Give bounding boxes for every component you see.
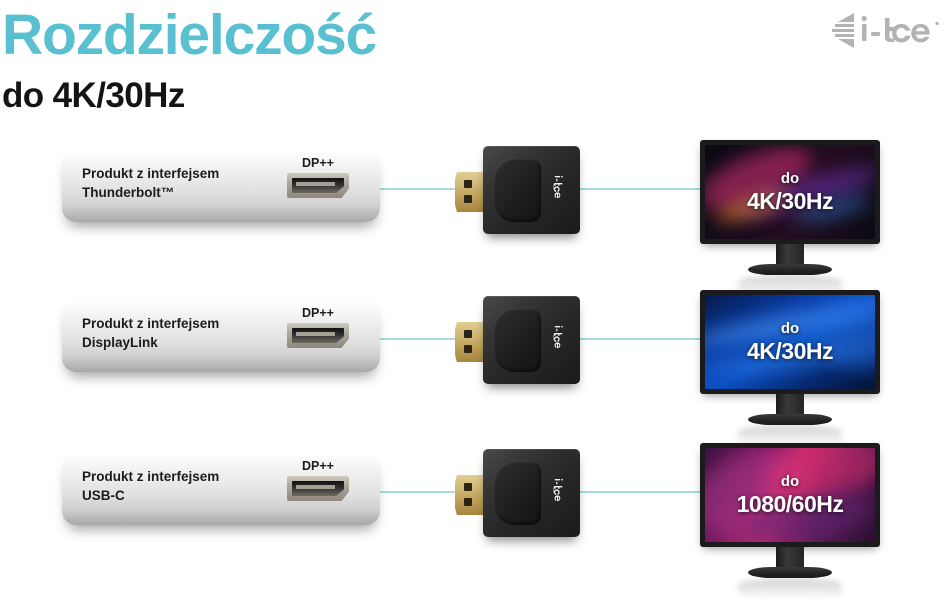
- monitor-resolution-text: do 4K/30Hz: [747, 320, 833, 365]
- connection-row-usbc: Produkt z interfejsem USB-C DP++: [0, 443, 948, 593]
- dp-adapter: [455, 296, 580, 384]
- source-device-label: Produkt z interfejsem Thunderbolt™: [82, 164, 219, 202]
- dp-port-label: DP++: [277, 156, 359, 170]
- source-device: Produkt z interfejsem Thunderbolt™ DP++: [62, 150, 380, 222]
- page-subtitle: do 4K/30Hz: [2, 76, 185, 116]
- monitor-text-line2: 1080/60Hz: [737, 491, 844, 518]
- dp-port-label: DP++: [277, 306, 359, 320]
- displayport-icon: [287, 323, 349, 348]
- monitor-screen: do 4K/30Hz: [705, 295, 875, 389]
- adapter-itec-logo-icon: [544, 308, 572, 372]
- dp-port-group: DP++: [277, 459, 359, 501]
- dp-port-group: DP++: [277, 156, 359, 198]
- target-monitor: do 1080/60Hz: [700, 443, 880, 583]
- displayport-icon: [287, 476, 349, 501]
- dp-port-group: DP++: [277, 306, 359, 348]
- monitor-text-line1: do: [747, 170, 833, 188]
- monitor-text-line1: do: [747, 320, 833, 338]
- dp-adapter: [455, 449, 580, 537]
- monitor-resolution-text: do 1080/60Hz: [737, 473, 844, 518]
- itec-logo: [816, 8, 942, 52]
- source-device-label: Produkt z interfejsem USB-C: [82, 467, 219, 505]
- adapter-body: [483, 146, 580, 234]
- adapter-itec-logo-icon: [544, 158, 572, 222]
- source-device: Produkt z interfejsem DisplayLink DP++: [62, 300, 380, 372]
- source-device: Produkt z interfejsem USB-C DP++: [62, 453, 380, 525]
- monitor-text-line1: do: [737, 473, 844, 491]
- monitor-reflection: [738, 578, 842, 600]
- monitor-screen: do 1080/60Hz: [705, 448, 875, 542]
- monitor-neck: [776, 547, 804, 569]
- adapter-notch-icon: [493, 308, 541, 372]
- plug-pin-icon: [464, 330, 472, 338]
- monitor-screen: do 4K/30Hz: [705, 145, 875, 239]
- monitor-bezel: do 4K/30Hz: [700, 140, 880, 244]
- connection-row-thunderbolt: Produkt z interfejsem Thunderbolt™ DP++: [0, 140, 948, 290]
- plug-pin-icon: [464, 483, 472, 491]
- adapter-notch-icon: [493, 461, 541, 525]
- dp-port-label: DP++: [277, 459, 359, 473]
- adapter-body: [483, 296, 580, 384]
- slide-canvas: Rozdzielczość do 4K/30Hz Pr: [0, 0, 948, 573]
- connection-row-displaylink: Produkt z interfejsem DisplayLink DP++: [0, 290, 948, 440]
- plug-pin-icon: [464, 498, 472, 506]
- monitor-text-line2: 4K/30Hz: [747, 188, 833, 215]
- dp-adapter: [455, 146, 580, 234]
- monitor-base: [748, 264, 832, 275]
- adapter-body: [483, 449, 580, 537]
- monitor-neck: [776, 394, 804, 416]
- plug-pin-icon: [464, 345, 472, 353]
- adapter-notch-icon: [493, 158, 541, 222]
- monitor-text-line2: 4K/30Hz: [747, 338, 833, 365]
- adapter-itec-logo-icon: [544, 461, 572, 525]
- monitor-bezel: do 1080/60Hz: [700, 443, 880, 547]
- page-title: Rozdzielczość: [2, 4, 376, 66]
- displayport-icon: [287, 173, 349, 198]
- monitor-neck: [776, 244, 804, 266]
- plug-pin-icon: [464, 195, 472, 203]
- target-monitor: do 4K/30Hz: [700, 140, 880, 280]
- source-device-label: Produkt z interfejsem DisplayLink: [82, 314, 219, 352]
- target-monitor: do 4K/30Hz: [700, 290, 880, 430]
- monitor-bezel: do 4K/30Hz: [700, 290, 880, 394]
- plug-pin-icon: [464, 180, 472, 188]
- monitor-resolution-text: do 4K/30Hz: [747, 170, 833, 215]
- monitor-base: [748, 414, 832, 425]
